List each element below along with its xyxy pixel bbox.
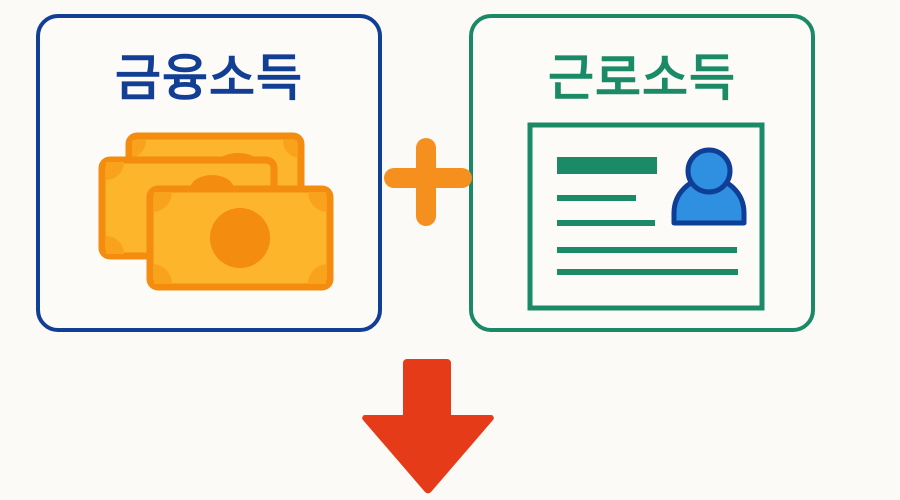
earned-income-card: 근로소득 <box>469 14 815 332</box>
arrow-down-icon <box>362 359 494 494</box>
id-document-icon <box>527 122 765 311</box>
plus-icon <box>384 138 472 226</box>
person-icon <box>671 147 747 226</box>
money-bills-icon <box>98 132 334 291</box>
financial-income-title: 금융소득 <box>115 49 303 107</box>
earned-income-title: 근로소득 <box>548 49 736 107</box>
financial-income-card: 금융소득 <box>36 14 382 332</box>
